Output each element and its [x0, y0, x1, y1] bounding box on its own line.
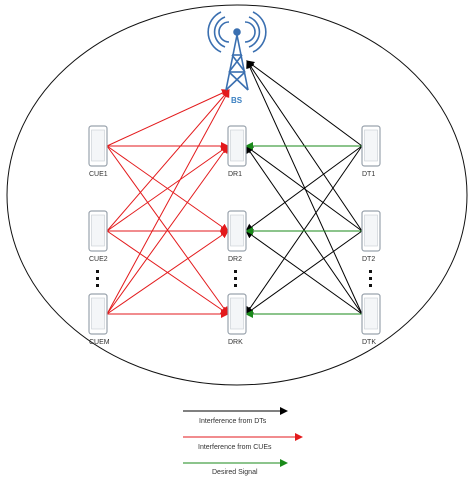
cue-interference-link-cuem-to-dr1	[106, 145, 229, 315]
phone-screen	[230, 129, 244, 162]
transmitter-device-dt2: DT2	[361, 210, 381, 263]
cue-label: CUE2	[89, 256, 108, 263]
cue-interference-link-cuem-to-bs	[106, 89, 230, 315]
cue-label: CUEM	[89, 339, 110, 346]
phone-screen	[91, 214, 105, 247]
transmitter-device-dt1: DT1	[361, 125, 381, 178]
transmitter-label: DT2	[362, 256, 375, 263]
receiver-label: DR2	[228, 256, 242, 263]
antenna-tower-icon	[207, 11, 267, 91]
legend-label-cue: Interference from CUEs	[198, 444, 272, 451]
legend-label-dt: Interference from DTs	[199, 418, 267, 425]
bs-label: BS	[231, 96, 243, 105]
dt-interference-link-dtk-to-dr2	[245, 230, 363, 315]
ellipsis-dt	[369, 270, 372, 287]
dt-interference-link-dtk-to-dr1	[245, 145, 363, 315]
cue-interference-link-cue2-to-dr1	[106, 145, 229, 232]
dt-interference-link-dt1-to-bs	[246, 60, 363, 147]
phone-screen	[230, 214, 244, 247]
receiver-device-drk: DRK	[227, 293, 247, 346]
dt-interference-link-dt2-to-dr1	[245, 145, 363, 232]
ellipsis-dr	[234, 270, 237, 287]
receiver-device-dr2: DR2	[227, 210, 247, 263]
phone-screen	[91, 297, 105, 330]
phone-screen	[230, 297, 244, 330]
legend: Interference from DTs Interference from …	[183, 407, 303, 476]
receiver-label: DRK	[228, 339, 243, 346]
cue-device-cuem: CUEM	[88, 293, 110, 346]
cue-device-cue1: CUE1	[88, 125, 108, 178]
transmitter-device-dtk: DTK	[361, 293, 381, 346]
cue-interference-link-cue2-to-bs	[106, 89, 230, 232]
ellipsis-cue	[96, 270, 99, 287]
links-layer	[106, 60, 363, 318]
phone-screen	[364, 214, 378, 247]
cell-boundary	[6, 4, 468, 386]
cue-label: CUE1	[89, 171, 108, 178]
receiver-label: DR1	[228, 171, 242, 178]
cue-interference-link-cue1-to-bs	[106, 89, 230, 147]
transmitter-label: DT1	[362, 171, 375, 178]
phone-screen	[364, 129, 378, 162]
legend-label-desired: Desired Signal	[212, 469, 258, 476]
dt-interference-link-dtk-to-bs	[246, 60, 363, 315]
phone-screen	[364, 297, 378, 330]
cue-interference-link-cuem-to-dr2	[106, 230, 229, 315]
phone-screen	[91, 129, 105, 162]
transmitter-label: DTK	[362, 339, 376, 346]
receiver-device-dr1: DR1	[227, 125, 247, 178]
base-station: BS	[207, 11, 267, 105]
cue-device-cue2: CUE2	[88, 210, 108, 263]
